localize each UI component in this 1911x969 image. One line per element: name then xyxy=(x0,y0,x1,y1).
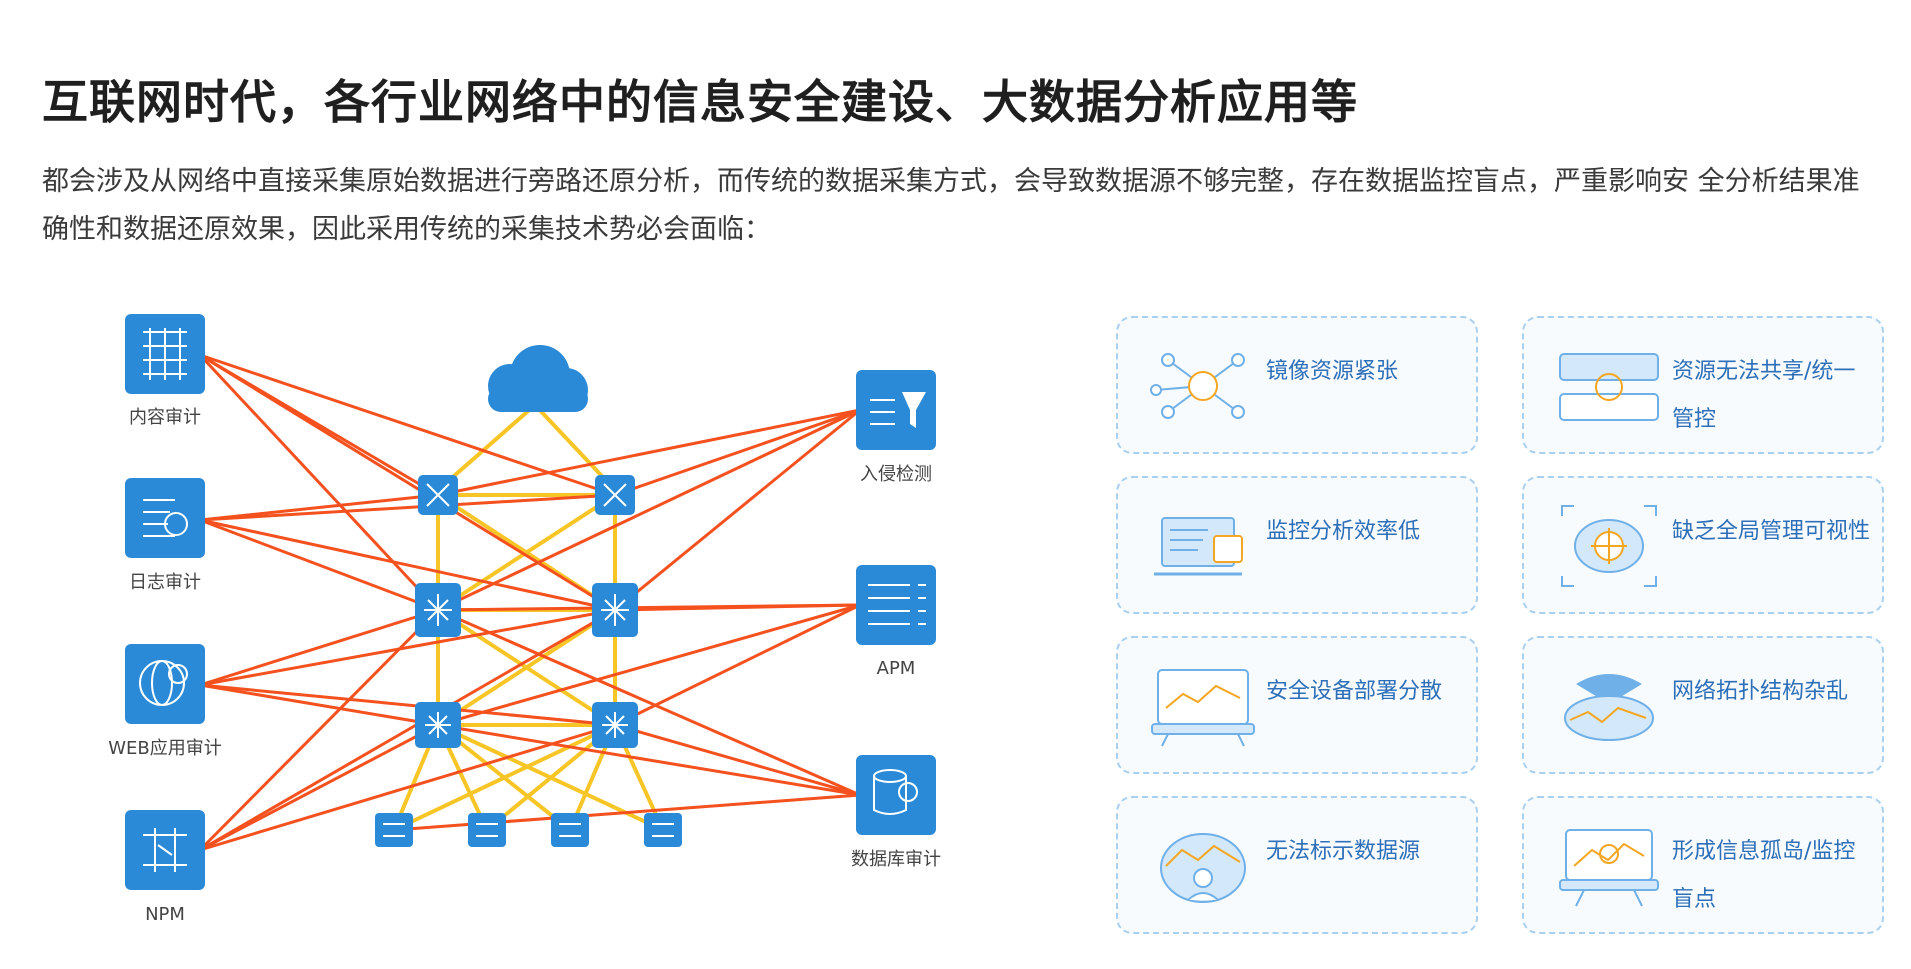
problem-card: 无法标示数据源 xyxy=(1116,796,1478,934)
dashboard-monitor-icon xyxy=(1151,669,1255,747)
aggregation-switch-icon xyxy=(415,583,638,637)
core-switch-icon xyxy=(418,475,635,515)
monitor-screen-icon xyxy=(1154,517,1243,576)
target-focus-icon xyxy=(1561,505,1657,587)
problem-card: 安全设备部署分散 xyxy=(1116,636,1478,774)
data-source-icon xyxy=(1160,833,1246,903)
cloud-icon xyxy=(488,345,588,412)
problem-text: 资源无法共享/统一管控 xyxy=(1672,359,1856,432)
log-audit-icon xyxy=(125,478,205,558)
device-label-log-audit: 日志审计 xyxy=(129,572,201,593)
npm-icon xyxy=(125,810,205,890)
problem-text: 监控分析效率低 xyxy=(1266,519,1421,544)
apm-icon xyxy=(856,565,936,645)
access-switch-icon xyxy=(415,702,638,748)
problem-card: 网络拓扑结构杂乱 xyxy=(1522,636,1884,774)
device-label-web-audit: WEB应用审计 xyxy=(108,738,222,759)
problem-card: 镜像资源紧张 xyxy=(1116,316,1478,454)
problem-card: 缺乏全局管理可视性 xyxy=(1522,476,1884,614)
problem-card: 形成信息孤岛/监控盲点 xyxy=(1522,796,1884,934)
intrusion-detection-icon xyxy=(856,370,936,450)
database-audit-icon xyxy=(856,755,936,835)
content-audit-icon xyxy=(125,314,205,394)
island-monitor-icon xyxy=(1559,829,1659,907)
problem-text: 网络拓扑结构杂乱 xyxy=(1672,679,1849,704)
device-label-content-audit: 内容审计 xyxy=(129,407,201,428)
page-description: 都会涉及从网络中直接采集原始数据进行旁路还原分析，而传统的数据采集方式，会导致数… xyxy=(42,166,1860,245)
device-label-apm: APM xyxy=(877,658,916,679)
device-label-npm: NPM xyxy=(145,904,185,925)
edge-port-icon xyxy=(375,813,682,847)
device-label-database-audit: 数据库审计 xyxy=(851,849,941,870)
web-audit-icon xyxy=(125,644,205,724)
problem-text: 安全设备部署分散 xyxy=(1266,679,1443,704)
page-title: 互联网时代，各行业网络中的信息安全建设、大数据分析应用等 xyxy=(42,75,1358,129)
problem-text: 镜像资源紧张 xyxy=(1266,359,1399,384)
problem-text: 形成信息孤岛/监控盲点 xyxy=(1672,839,1856,912)
mirror-network-icon xyxy=(1150,353,1245,419)
problem-card: 资源无法共享/统一管控 xyxy=(1522,316,1884,454)
problem-card: 监控分析效率低 xyxy=(1116,476,1478,614)
device-links xyxy=(198,353,861,852)
problem-text: 缺乏全局管理可视性 xyxy=(1672,519,1871,544)
problem-text: 无法标示数据源 xyxy=(1266,839,1421,864)
topology-chart-icon xyxy=(1564,674,1654,741)
resource-sync-icon xyxy=(1559,353,1659,421)
device-label-intrusion-detection: 入侵检测 xyxy=(860,464,932,485)
